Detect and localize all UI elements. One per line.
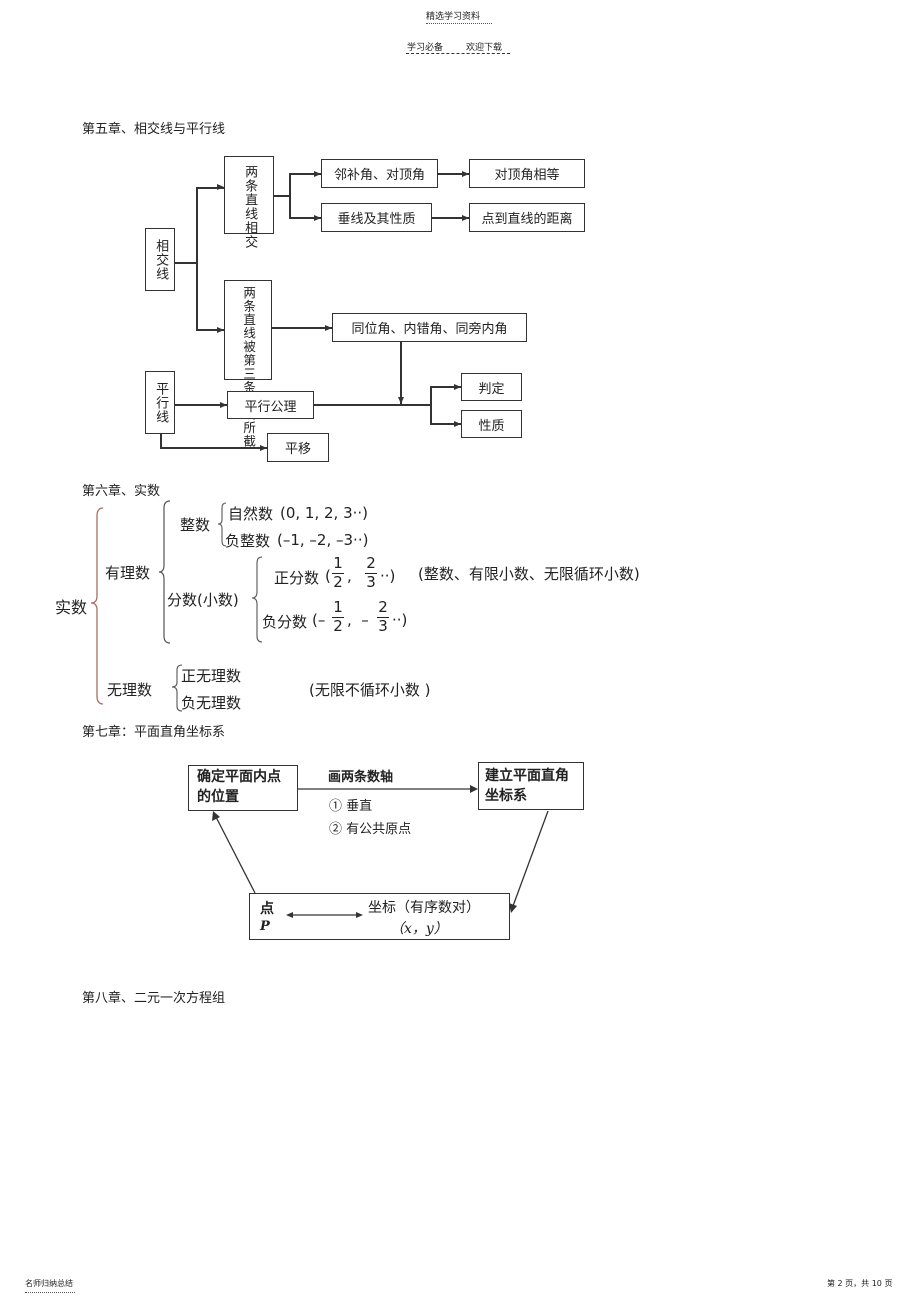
ellipsis-close-2: ··) bbox=[392, 611, 408, 629]
fraction-one-half: 1 2 bbox=[332, 554, 344, 591]
c5-line bbox=[314, 404, 431, 406]
chapter8-title: 第八章、二元一次方程组 bbox=[82, 991, 226, 1006]
c5-line bbox=[438, 173, 469, 175]
ellipsis-close: ··) bbox=[380, 567, 396, 585]
footer-left: 名师归纳总结 bbox=[25, 1279, 73, 1288]
paren-open: ( bbox=[325, 567, 331, 585]
box-linbu-duiding: 邻补角、对顶角 bbox=[321, 159, 438, 188]
c5-line bbox=[432, 217, 469, 219]
label-cond2: ② 有公共原点 bbox=[329, 822, 412, 837]
chapter6-title: 第六章、实数 bbox=[82, 484, 161, 499]
c5-line bbox=[289, 173, 321, 175]
label-wulishu: 无理数 bbox=[107, 681, 153, 699]
header-sub-label-right: 欢迎下载 bbox=[466, 43, 503, 53]
label-fuwuli: 负无理数 bbox=[181, 694, 242, 712]
label-cond1: ① 垂直 bbox=[329, 799, 373, 814]
label-shishu: 实数 bbox=[55, 598, 88, 617]
comment-rational: (整数、有限小数、无限循环小数) bbox=[418, 565, 640, 583]
c5-line bbox=[274, 195, 290, 197]
header-top-label: 精选学习资料 bbox=[426, 12, 481, 22]
c5-line bbox=[196, 187, 224, 189]
box-liangtiao-xiangjiao: 两条直线相交 bbox=[224, 156, 274, 249]
arrowhead-icon bbox=[509, 903, 517, 913]
label-youlishu: 有理数 bbox=[105, 564, 151, 582]
label-axis: 画两条数轴 bbox=[328, 770, 394, 785]
box-pingxingxian: 平行线 bbox=[145, 371, 175, 434]
label-point-p: P bbox=[260, 919, 270, 934]
box-pingyi: 平移 bbox=[267, 433, 329, 462]
brace-shishu bbox=[90, 507, 104, 705]
comment-irrational: (无限不循环小数 ) bbox=[309, 681, 431, 699]
box-dian-zuobiao: 点 P 坐标（有序数对） （x，y） bbox=[249, 893, 510, 940]
brace-youlishu bbox=[158, 500, 171, 644]
box-xingzhi: 性质 bbox=[461, 410, 522, 438]
box-duiding-xiangdeng: 对顶角相等 bbox=[469, 159, 585, 188]
fraction-two-thirds: 2 3 bbox=[365, 554, 377, 591]
header-sub-label-left: 学习必备 bbox=[407, 43, 444, 53]
box-xiangjiaoxian: 相交线 bbox=[145, 228, 175, 291]
box-jianli-zuobiaoxi: 建立平面直角坐标系 bbox=[478, 762, 584, 810]
fraction-neg-one-half: 1 2 bbox=[332, 598, 344, 635]
header-dotted-rule bbox=[426, 23, 492, 24]
header-dashed-rule bbox=[406, 53, 510, 54]
c5-line bbox=[400, 340, 402, 404]
c5-line bbox=[175, 262, 197, 264]
brace-fenshu bbox=[251, 556, 263, 643]
c5-line bbox=[160, 447, 267, 449]
box-gongli: 平行公理 bbox=[227, 391, 314, 419]
c5-line bbox=[160, 434, 162, 448]
c5-line bbox=[430, 423, 461, 425]
label-ziranshu: 自然数 bbox=[228, 505, 274, 523]
arrowhead-icon bbox=[212, 811, 220, 821]
box-panding: 判定 bbox=[461, 373, 522, 401]
c5-line bbox=[272, 327, 332, 329]
c5-line bbox=[196, 187, 198, 330]
comma-minus: , – bbox=[347, 611, 369, 629]
footer-dotted-rule bbox=[25, 1292, 75, 1293]
label-zhengshu: 整数 bbox=[180, 516, 211, 534]
fraction-neg-two-thirds: 2 3 bbox=[377, 598, 389, 635]
label-fenshu: 分数(小数) bbox=[167, 591, 239, 609]
box-santiao-jie: 两条直线被第三条直线所截 bbox=[224, 280, 272, 448]
c5-line bbox=[289, 217, 321, 219]
paren-open-minus: (– bbox=[312, 611, 326, 629]
c5-line bbox=[430, 386, 461, 388]
box-dian-juli: 点到直线的距离 bbox=[469, 203, 585, 232]
chapter5-title: 第五章、相交线与平行线 bbox=[82, 122, 226, 137]
label-coord-xy: （x，y） bbox=[390, 921, 448, 937]
ziranshu-values: (0, 1, 2, 3··) bbox=[280, 504, 369, 522]
arrowhead-icon bbox=[470, 785, 478, 793]
label-zhengfenshu: 正分数 bbox=[274, 569, 320, 587]
c5-line bbox=[289, 173, 291, 218]
box-tongwei: 同位角、内错角、同旁内角 bbox=[332, 313, 527, 342]
label-fuzhengshu: 负整数 bbox=[225, 532, 271, 550]
c5-line bbox=[175, 404, 227, 406]
fuzhengshu-values: (–1, –2, –3··) bbox=[277, 531, 369, 549]
label-zhengwuli: 正无理数 bbox=[181, 667, 242, 685]
comma: , bbox=[347, 567, 352, 585]
c5-line bbox=[430, 386, 432, 424]
label-dian: 点 bbox=[260, 901, 274, 917]
box-queding-weizhi: 确定平面内点的位置 bbox=[188, 765, 298, 811]
c5-line bbox=[196, 329, 224, 331]
chapter7-title: 第七章：平面直角坐标系 bbox=[82, 725, 226, 740]
label-zuobiao: 坐标（有序数对） bbox=[368, 900, 480, 916]
box-chuixian: 垂线及其性质 bbox=[321, 203, 432, 232]
label-fufenshu: 负分数 bbox=[262, 613, 308, 631]
footer-right: 第 2 页，共 10 页 bbox=[827, 1279, 893, 1288]
